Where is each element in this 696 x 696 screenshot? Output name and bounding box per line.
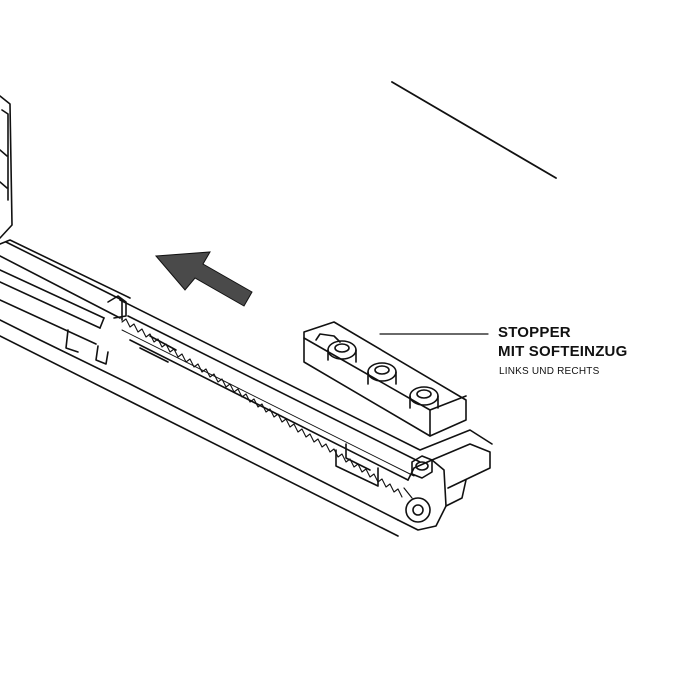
callout-title-line2: MIT SOFTEINZUG: [498, 343, 628, 360]
front-nut: [411, 455, 433, 479]
front-roller: [405, 497, 431, 523]
callout-subtitle: LINKS UND RECHTS: [499, 366, 600, 377]
drawer-rail: [0, 239, 493, 537]
callout-title-line1: STOPPER: [498, 324, 571, 341]
coil-spring: [121, 318, 403, 498]
left-upright-panel: [0, 95, 13, 239]
stopper-block: [303, 321, 467, 437]
arrow-up-left-icon: [154, 251, 253, 307]
edge-line: [391, 81, 557, 179]
